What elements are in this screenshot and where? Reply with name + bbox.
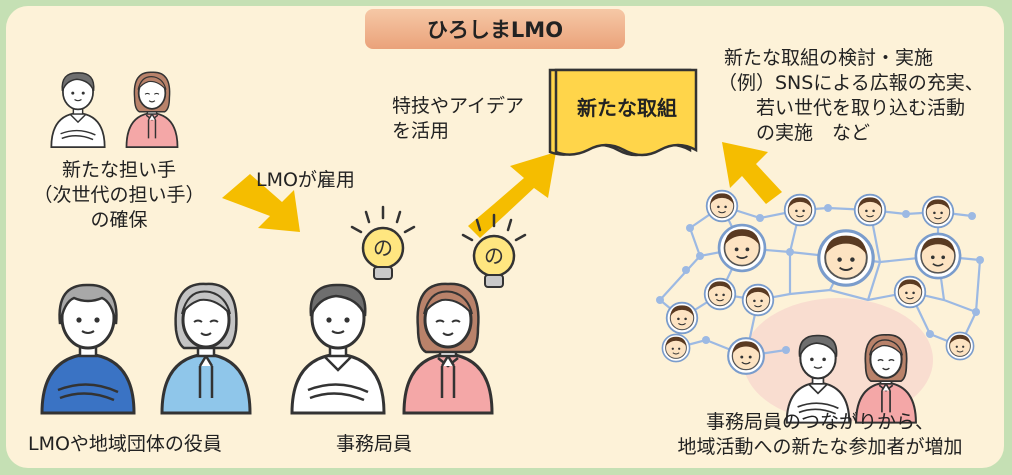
- network-graph: [656, 189, 984, 424]
- lightbulb-icon: [350, 205, 416, 281]
- person-face-icon: [817, 229, 875, 287]
- new-activity-text: 新たな取組の検討・実施 （例）SNSによる広報の充実、 若い世代を取り込む活動 …: [718, 46, 984, 146]
- new-activity-line: の実施 など: [756, 122, 871, 144]
- person-face-icon: [705, 189, 739, 223]
- arrow-employ: [222, 174, 300, 232]
- new-bearers-line: 新たな担い手: [61, 159, 176, 181]
- skills-text: 特技やアイデア を活用: [392, 94, 524, 144]
- person-face-icon: [853, 193, 887, 227]
- person-face-icon: [741, 283, 775, 317]
- person-face-icon: [717, 223, 767, 273]
- new-initiative-label: 新たな取組: [577, 96, 677, 120]
- person-face-icon: [783, 193, 817, 227]
- person-face-icon: [914, 232, 962, 280]
- page-title: ひろしまLMO: [365, 9, 625, 49]
- document-icon: [548, 68, 698, 157]
- new-bearer-woman-icon: [125, 71, 179, 148]
- employ-text: LMOが雇用: [256, 169, 355, 191]
- person-face-icon: [945, 331, 975, 361]
- skills-text-line: 特技やアイデア: [392, 95, 525, 117]
- arrow-to-initiative: [468, 152, 556, 238]
- new-activity-line: 若い世代を取り込む活動: [756, 97, 966, 119]
- officer-man-icon: [40, 283, 136, 415]
- new-bearer-man-icon: [50, 71, 106, 148]
- person-face-icon: [921, 195, 955, 229]
- network-text-line: 事務局員のつながりから、: [705, 411, 934, 433]
- staff-label: 事務局員: [336, 433, 413, 455]
- staff-man-icon: [290, 283, 386, 415]
- staff-woman-icon: [402, 282, 494, 415]
- person-face-icon: [727, 337, 765, 375]
- new-bearers-line: （次世代の担い手）: [33, 184, 205, 206]
- skills-text-line: を活用: [392, 120, 450, 142]
- person-face-icon: [893, 275, 927, 309]
- new-bearers-text: 新たな担い手 （次世代の担い手） の確保: [14, 158, 224, 233]
- new-activity-line: （例）SNSによる広報の充実、: [718, 72, 984, 94]
- officer-woman-icon: [160, 282, 252, 415]
- network-text-line: 地域活動への新たな参加者が増加: [677, 436, 963, 458]
- new-bearers-line: の確保: [90, 209, 148, 231]
- arrow-from-network: [722, 142, 782, 204]
- new-activity-line: 新たな取組の検討・実施: [724, 47, 934, 69]
- officers-label: LMOや地域団体の役員: [28, 433, 222, 455]
- person-face-icon: [665, 301, 699, 335]
- person-face-icon: [661, 333, 691, 363]
- network-text: 事務局員のつながりから、 地域活動への新たな参加者が増加: [640, 410, 1000, 460]
- person-face-icon: [703, 277, 737, 311]
